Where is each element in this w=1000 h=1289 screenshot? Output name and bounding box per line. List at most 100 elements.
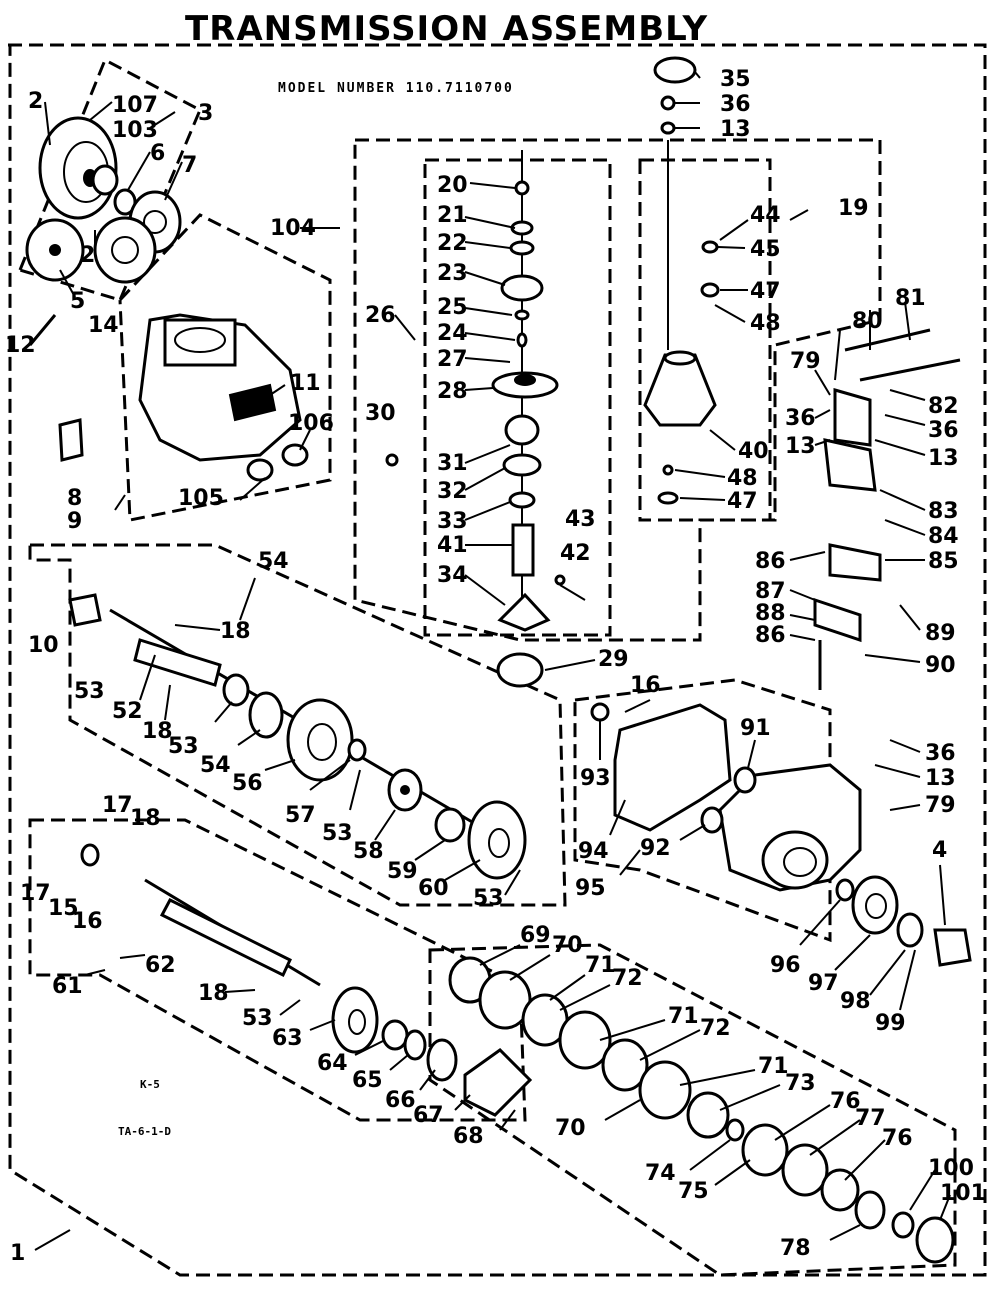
shift-knob: [653, 56, 697, 84]
callout-95: 95: [575, 876, 606, 901]
callout-12: 12: [5, 333, 36, 358]
part-47-lower: [657, 491, 679, 505]
callout-18-c: 18: [130, 806, 161, 831]
part-42: [554, 574, 566, 586]
reference-code: TA-6-1-D: [118, 1125, 171, 1138]
callout-18-d: 18: [198, 981, 229, 1006]
transmission-housing: [138, 313, 309, 482]
part-36-top: [660, 95, 676, 111]
callout-50-d: 53: [242, 1006, 273, 1031]
callout-107: 107: [112, 93, 158, 118]
callout-105: 105: [178, 486, 224, 511]
callout-56: 56: [232, 771, 263, 796]
callout-91: 91: [740, 716, 771, 741]
callout-100: 100: [928, 1156, 974, 1181]
lower-pulley: [25, 218, 85, 282]
callout-25: 25: [437, 295, 468, 320]
callout-103: 103: [112, 118, 158, 143]
callout-72-a: 72: [612, 966, 643, 991]
set-screw: [28, 314, 57, 346]
callout-41: 41: [437, 533, 468, 558]
callout-64: 64: [317, 1051, 348, 1076]
callout-66: 66: [385, 1088, 416, 1113]
part-67: [463, 1048, 533, 1117]
part-13-top: [660, 121, 676, 135]
callout-20: 20: [437, 173, 468, 198]
callout-16-bottom: 16: [72, 909, 103, 934]
callout-77: 77: [855, 1106, 886, 1131]
vent-plug: [58, 418, 84, 462]
output-gear-97: [851, 875, 899, 935]
page-code: K-5: [140, 1078, 160, 1091]
part-10: [68, 593, 102, 627]
callout-101: 101: [940, 1181, 986, 1206]
part-101: [915, 1216, 955, 1264]
callout-75: 75: [678, 1179, 709, 1204]
callout-5: 5: [70, 289, 85, 314]
callout-47-top: 47: [750, 279, 781, 304]
callout-45: 45: [750, 237, 781, 262]
callout-31: 31: [437, 451, 468, 476]
part-33: [508, 491, 536, 509]
callout-84: 84: [928, 524, 959, 549]
callout-71-a: 71: [585, 953, 616, 978]
gear-60: [467, 800, 527, 880]
part-71-mid: [558, 1010, 612, 1070]
callout-58: 58: [353, 839, 384, 864]
part-32: [502, 453, 542, 477]
part-76: [820, 1168, 860, 1212]
differential-frame: [428, 943, 957, 1277]
gasket: [613, 703, 732, 832]
callout-74: 74: [645, 1161, 676, 1186]
part-75: [741, 1123, 789, 1177]
part-54: [248, 691, 284, 739]
callout-44: 44: [750, 203, 781, 228]
callout-36-case: 36: [925, 741, 956, 766]
shift-lever-frame: [638, 158, 772, 522]
callout-13-top: 13: [720, 117, 751, 142]
shift-pin: [511, 523, 535, 577]
part-53: [222, 673, 250, 707]
part-25: [514, 309, 530, 321]
callout-19: 19: [838, 196, 869, 221]
part-4: [933, 928, 972, 967]
callout-86-top: 86: [755, 549, 786, 574]
part-73: [686, 1091, 730, 1139]
callout-2-top: 2: [28, 89, 43, 114]
callout-17-a: 17: [102, 793, 133, 818]
callout-50-c: 53: [473, 886, 504, 911]
callout-70-bottom: 70: [555, 1116, 586, 1141]
callout-1: 1: [10, 1241, 25, 1266]
callout-68: 68: [453, 1124, 484, 1149]
part-23: [500, 274, 544, 302]
callout-labels: 2 107 3 103 6 7 2 5 14 12 104 11 106 105…: [5, 67, 986, 1266]
shifter-bracket: [823, 328, 961, 492]
part-78: [854, 1190, 886, 1230]
callout-34: 34: [437, 563, 468, 588]
callout-97: 97: [808, 971, 839, 996]
callout-76-bottom: 76: [882, 1126, 913, 1151]
callout-23: 23: [437, 261, 468, 286]
callout-18-a: 18: [220, 619, 251, 644]
part-20: [514, 180, 530, 196]
case-half-frame: [573, 678, 832, 943]
callout-36-top: 36: [720, 92, 751, 117]
callout-36-right: 36: [928, 418, 959, 443]
callout-83: 83: [928, 499, 959, 524]
shifter-group-frame: [353, 138, 882, 642]
part-96: [835, 878, 855, 902]
part-92: [700, 806, 724, 834]
callout-3: 3: [198, 101, 213, 126]
callout-85: 85: [928, 549, 959, 574]
callout-18-b: 18: [142, 719, 173, 744]
callout-92: 92: [640, 836, 671, 861]
callout-89: 89: [925, 621, 956, 646]
pulley-washer: [91, 164, 119, 196]
callout-10: 10: [28, 633, 59, 658]
leader-lines: [34, 71, 951, 1251]
callout-99: 99: [875, 1011, 906, 1036]
callout-21: 21: [437, 203, 468, 228]
callout-93: 93: [580, 766, 611, 791]
callout-6-top: 6: [150, 141, 165, 166]
callout-43: 43: [565, 507, 596, 532]
